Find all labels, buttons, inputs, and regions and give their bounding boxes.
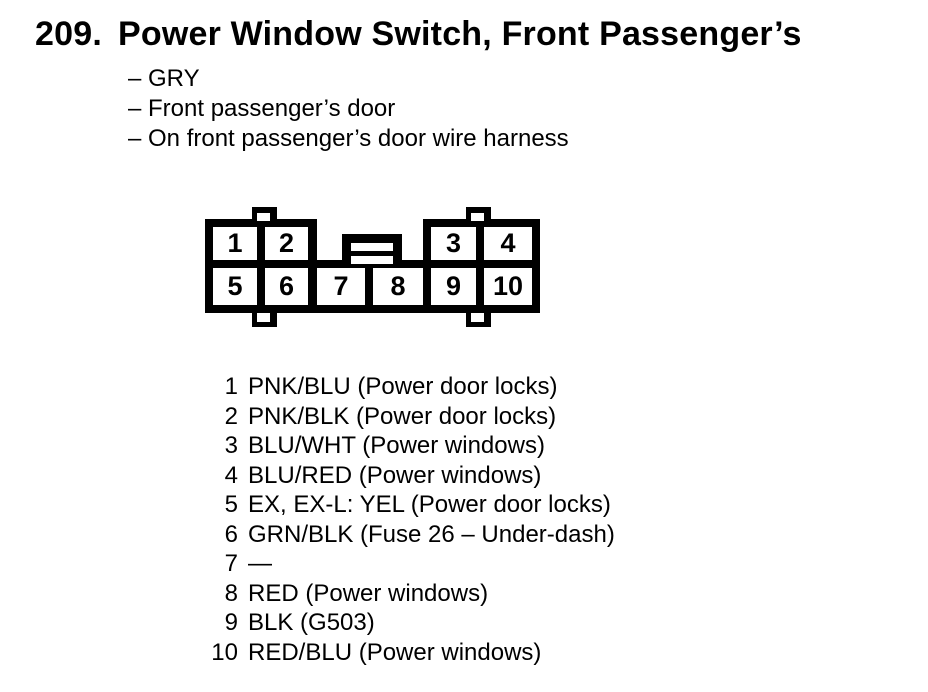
detail-line-color: – GRY	[128, 65, 200, 92]
connector-pin-cell-2: 2	[265, 227, 308, 260]
connector-tab-hole	[471, 313, 484, 322]
pin-number: 9	[224, 609, 238, 636]
pin-number: 7	[224, 550, 238, 577]
pinout-row: 2 PNK/BLK (Power door locks)	[204, 402, 615, 432]
connector-mount-tab-top-right	[466, 207, 491, 227]
detail-line-harness: – On front passenger’s door wire harness	[128, 125, 569, 152]
connector-tab-hole	[257, 313, 270, 322]
detail-lines: – GRY – Front passenger’s door – On fron…	[128, 64, 569, 154]
connector-pin-cell-9: 9	[431, 268, 476, 305]
pin-number: 5	[224, 491, 238, 518]
pin-number: 8	[224, 579, 238, 607]
pin-number: 2	[224, 402, 238, 430]
connector-pin-cell-1: 1	[213, 227, 257, 260]
page-title: Power Window Switch, Front Passenger’s	[117, 15, 802, 53]
connector-pin-cell-7: 7	[317, 268, 365, 305]
connector-pin-cell-8: 8	[373, 268, 423, 305]
connector-mount-tab-bottom-left	[252, 305, 277, 327]
connector-pin-cell-3: 3	[431, 227, 476, 260]
connector-mount-tab-bottom-right	[466, 305, 491, 327]
latch-groove	[351, 256, 393, 264]
detail-line-location: – Front passenger’s door	[128, 95, 396, 122]
connector-pin-cell-6: 6	[265, 268, 308, 305]
pin-description: PNK/BLU (Power door locks)	[248, 373, 558, 400]
pin-number: 4	[224, 461, 238, 489]
pin-description: RED/BLU (Power windows)	[248, 638, 542, 666]
pin-description: RED (Power windows)	[248, 579, 489, 607]
pinout-row: 3 BLU/WHT (Power windows)	[204, 431, 615, 461]
pin-number: 6	[224, 520, 238, 548]
section-number: 209.	[35, 15, 102, 53]
pinout-row: 10 RED/BLU (Power windows)	[204, 638, 615, 668]
pin-description: GRN/BLK (Fuse 26 – Under-dash)	[248, 520, 615, 548]
connector-diagram: 1 2 3 4 5 6 7 8 9 10	[205, 207, 540, 327]
connector-pin-cell-5: 5	[213, 268, 257, 305]
latch-groove	[351, 243, 393, 251]
connector-pin-cell-4: 4	[484, 227, 532, 260]
connector-latch-icon	[342, 234, 402, 264]
pin-number: 3	[224, 432, 238, 459]
pinout-row: 7 —	[204, 549, 615, 579]
pinout-row: 5 EX, EX-L: YEL (Power door locks)	[204, 490, 615, 520]
connector-pin-cell-10: 10	[484, 268, 532, 305]
pinout-list: 1 PNK/BLU (Power door locks) 2 PNK/BLK (…	[204, 372, 615, 667]
pinout-row: 6 GRN/BLK (Fuse 26 – Under-dash)	[204, 520, 615, 550]
pin-number: 1	[224, 373, 238, 400]
pin-number: 10	[211, 638, 238, 666]
pinout-row: 9 BLK (G503)	[204, 608, 615, 638]
pin-description: BLK (G503)	[248, 609, 375, 636]
pin-description: —	[248, 550, 272, 577]
page-heading: 209. Power Window Switch, Front Passenge…	[35, 14, 802, 54]
pinout-row: 4 BLU/RED (Power windows)	[204, 461, 615, 491]
pin-description: EX, EX-L: YEL (Power door locks)	[248, 491, 611, 518]
pinout-row: 8 RED (Power windows)	[204, 579, 615, 609]
pin-description: PNK/BLK (Power door locks)	[248, 402, 557, 430]
pin-description: BLU/WHT (Power windows)	[248, 432, 545, 459]
pin-description: BLU/RED (Power windows)	[248, 461, 542, 489]
pinout-row: 1 PNK/BLU (Power door locks)	[204, 372, 615, 402]
connector-tab-hole	[257, 213, 270, 221]
connector-tab-hole	[471, 213, 484, 221]
connector-mount-tab-top-left	[252, 207, 277, 227]
